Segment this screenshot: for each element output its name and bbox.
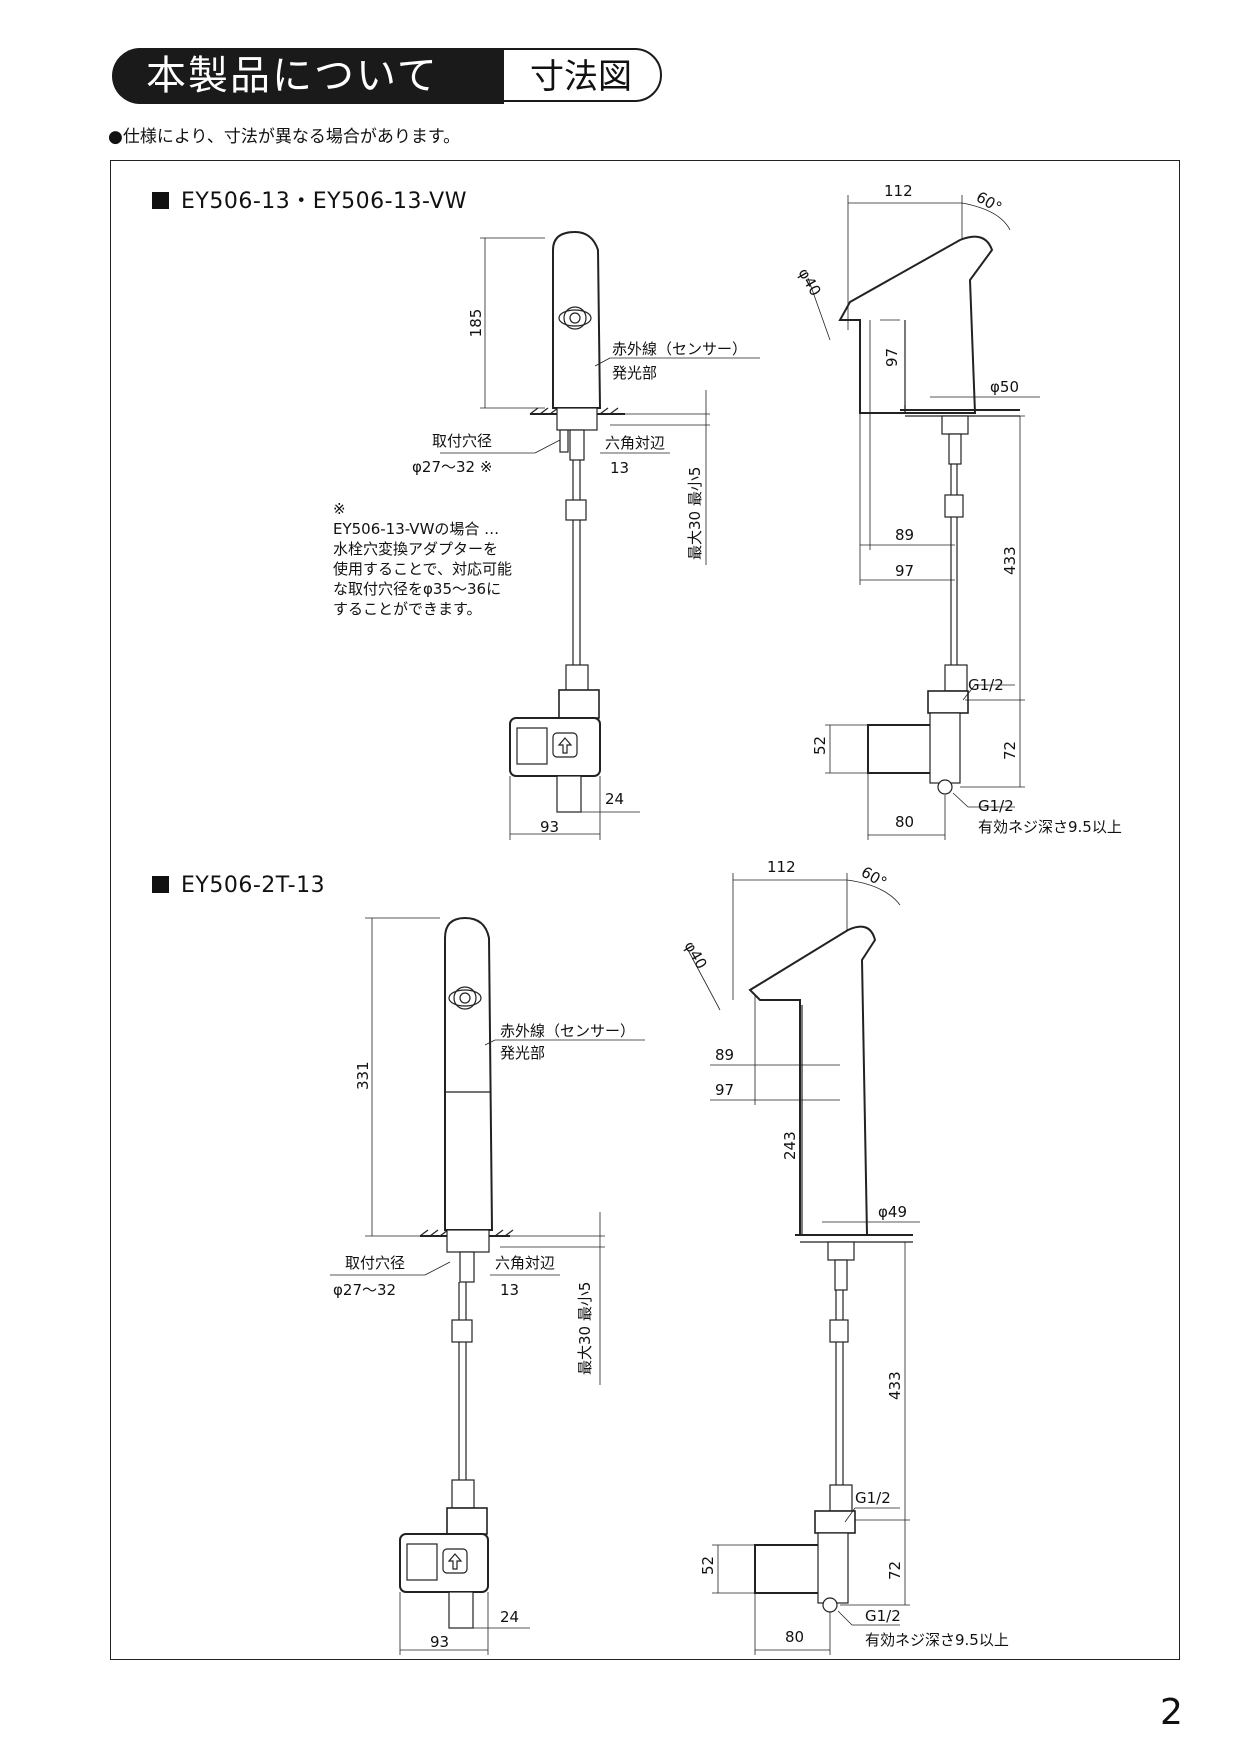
model2-title: EY506-2T-13 <box>152 873 325 898</box>
m1-phi40: φ40 <box>795 265 825 299</box>
m1-phi50: φ50 <box>990 378 1019 396</box>
m2-dim-433: 433 <box>886 1371 904 1400</box>
m1-dim-24: 24 <box>605 790 624 808</box>
m2-dim-331: 331 <box>354 1061 372 1090</box>
m2-hex-value: 13 <box>500 1281 519 1299</box>
m2-dim-80: 80 <box>785 1628 804 1646</box>
m2-dim-97: 97 <box>715 1081 734 1099</box>
m2-sensor-label-2: 発光部 <box>500 1044 545 1062</box>
m2-dim-243: 243 <box>781 1131 799 1160</box>
spec-note: ●仕様により、寸法が異なる場合があります。 <box>108 127 461 147</box>
m1-sensor-label: 赤外線（センサー） <box>612 340 747 358</box>
m1-dim-93: 93 <box>540 818 559 836</box>
m2-dim-72: 72 <box>886 1561 904 1580</box>
m2-dim-93: 93 <box>430 1633 449 1651</box>
m2-hole-label: 取付穴径 <box>345 1254 405 1272</box>
m2-phi40: φ40 <box>681 938 711 972</box>
m1-thickness: 最大30 最小5 <box>686 467 704 560</box>
m1-hex-value: 13 <box>610 459 629 477</box>
m2-g1: G1/2 <box>855 1489 891 1507</box>
m2-thread: 有効ネジ深さ9.5以上 <box>865 1631 1009 1649</box>
m2-sensor-label: 赤外線（センサー） <box>500 1022 635 1040</box>
m2-thickness: 最大30 最小5 <box>576 1282 594 1375</box>
m2-dim-89: 89 <box>715 1046 734 1064</box>
drawing-frame <box>110 160 1180 1660</box>
m1-dim-72: 72 <box>1001 741 1019 760</box>
m1-angle: 60° <box>973 188 1005 217</box>
m2-hex-label: 六角対辺 <box>495 1254 555 1272</box>
m1-asterisk: ※ <box>333 500 346 518</box>
m1-thread: 有効ネジ深さ9.5以上 <box>978 818 1122 836</box>
m1-vw-note-4: な取付穴径をφ35～36に <box>333 580 501 598</box>
m1-vw-note-5: することができます。 <box>333 600 482 618</box>
model2-front-view <box>330 916 645 1655</box>
model1-front-view <box>440 230 760 840</box>
m1-vw-note-2: 水栓穴変換アダプターを <box>333 540 498 558</box>
m2-g2: G1/2 <box>865 1607 901 1625</box>
m1-dim-52: 52 <box>811 736 829 755</box>
m1-dim-89: 89 <box>895 526 914 544</box>
m1-dim-112: 112 <box>884 182 913 200</box>
page-header: 本製品について 寸法図 <box>112 48 664 104</box>
m1-dim-433: 433 <box>1001 546 1019 575</box>
model1-title: EY506-13・EY506-13-VW <box>152 183 467 215</box>
m2-hole-value: φ27～32 <box>333 1281 396 1299</box>
m1-g1: G1/2 <box>968 676 1004 694</box>
m1-vw-note-3: 使用することで、対応可能 <box>333 560 512 578</box>
page-number: 2 <box>1160 1692 1183 1733</box>
header-subtitle: 寸法図 <box>492 48 662 104</box>
m1-dim-97v: 97 <box>883 348 901 367</box>
model1-labels: 185 赤外線（センサー） 発光部 取付穴径 φ27～32 ※ 六角対辺 13 … <box>333 182 1122 836</box>
m1-sensor-label-2: 発光部 <box>612 364 657 382</box>
m1-hole-value: φ27～32 ※ <box>412 458 492 476</box>
m1-dim-97: 97 <box>895 562 914 580</box>
model2-labels: 331 赤外線（センサー） 発光部 取付穴径 φ27～32 六角対辺 13 最大… <box>333 858 1009 1651</box>
m2-angle: 60° <box>858 863 890 892</box>
m2-dim-24: 24 <box>500 1608 519 1626</box>
m2-dim-52: 52 <box>699 1556 717 1575</box>
model1-side-view <box>807 195 1040 840</box>
m2-phi49: φ49 <box>878 1203 907 1221</box>
m1-dim-80: 80 <box>895 813 914 831</box>
m1-hex-label: 六角対辺 <box>605 434 665 452</box>
m1-vw-note-1: EY506-13-VWの場合 … <box>333 520 499 538</box>
m1-hole-label: 取付穴径 <box>432 432 492 450</box>
model2-side-view <box>687 873 920 1655</box>
header-title: 本製品について <box>112 48 504 104</box>
m1-g2: G1/2 <box>978 797 1014 815</box>
m2-dim-112: 112 <box>767 858 796 876</box>
m1-dim-185: 185 <box>467 309 485 338</box>
